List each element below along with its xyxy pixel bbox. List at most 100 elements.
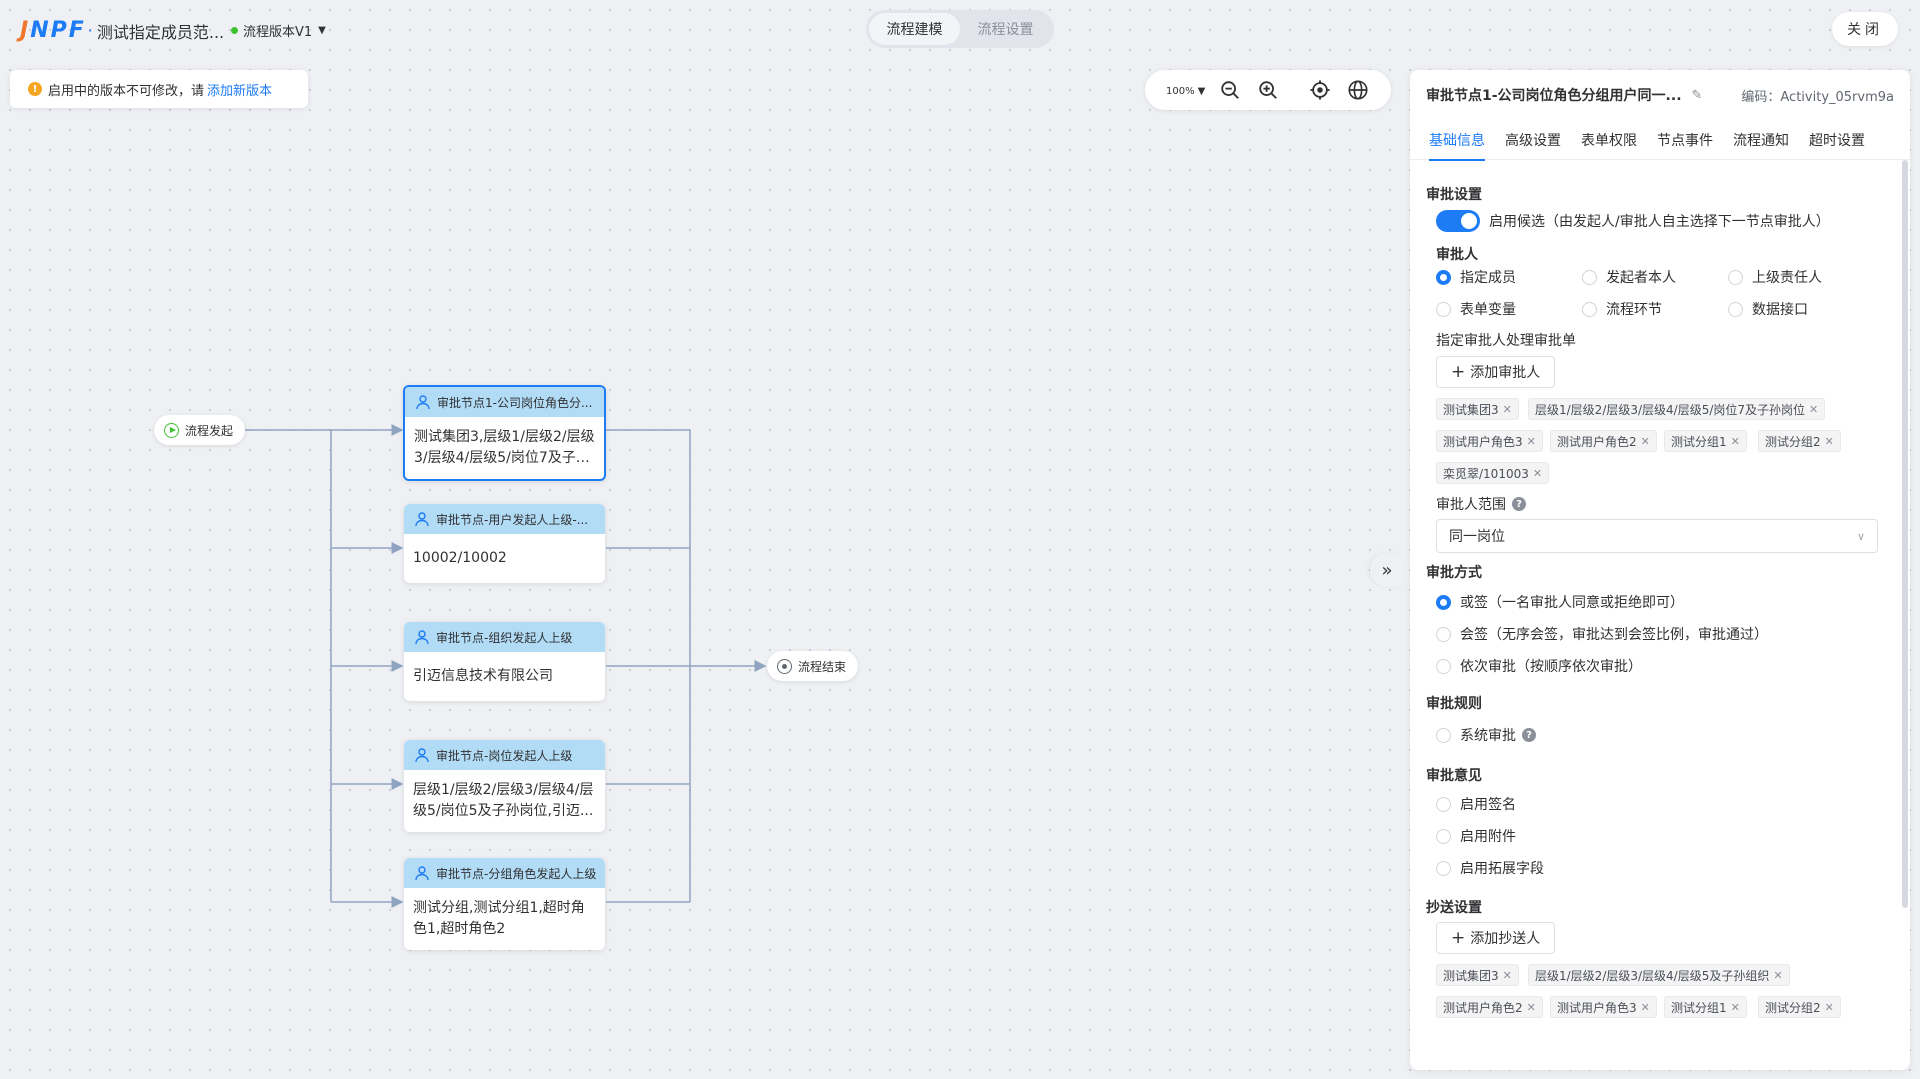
edit-icon[interactable]: ✎ <box>1691 87 1703 103</box>
end-circle-icon <box>777 658 792 674</box>
globe-icon[interactable] <box>1347 79 1369 101</box>
system-approval-checkbox[interactable]: 系统审批? <box>1436 725 1536 745</box>
approver-tag: 栾觅翠/101003✕ <box>1436 462 1550 484</box>
node-header: 审批节点-用户发起人上级-... <box>404 504 605 534</box>
scope-select[interactable]: 同一岗位 ∨ <box>1436 519 1878 553</box>
node-properties-panel: 审批节点1-公司岗位角色分组用户同一... ✎ 编码：Activity_05rv… <box>1410 70 1910 1070</box>
locate-center-icon[interactable] <box>1309 79 1331 101</box>
panel-tabs: 基础信息 高级设置 表单权限 节点事件 流程通知 超时设置 <box>1410 120 1910 161</box>
node-body: 层级1/层级2/层级3/层级4/层级5/岗位5及子孙岗位,引迈... <box>413 782 594 819</box>
approval-node-2[interactable]: 审批节点-用户发起人上级-... 10002/10002 <box>404 504 605 583</box>
tab-advanced-settings[interactable]: 高级设置 <box>1505 132 1561 149</box>
tab-flow-notifications[interactable]: 流程通知 <box>1733 132 1789 149</box>
scope-label-row: 审批人范围? <box>1436 494 1526 514</box>
user-icon <box>416 395 430 410</box>
enable-extension-field-checkbox[interactable]: 启用拓展字段 <box>1436 858 1544 878</box>
user-icon <box>415 630 429 645</box>
radio-flow-step[interactable]: 流程环节 <box>1582 299 1662 319</box>
plus-icon: + <box>1451 362 1466 382</box>
enable-attachment-checkbox[interactable]: 启用附件 <box>1436 826 1516 846</box>
remove-tag-icon[interactable]: ✕ <box>1773 968 1783 982</box>
remove-tag-icon[interactable]: ✕ <box>1502 968 1512 982</box>
node-title: 审批节点-组织发起人上级 <box>436 630 573 645</box>
radio-designated-member[interactable]: 指定成员 <box>1436 267 1516 287</box>
logo-mark: JNPF <box>20 18 86 43</box>
status-dot-icon <box>231 27 238 34</box>
panel-content: 审批设置 启用候选（由发起人/审批人自主选择下一节点审批人） 审批人 指定成员 … <box>1410 160 1900 1070</box>
node-body: 引迈信息技术有限公司 <box>413 668 553 684</box>
remove-tag-icon[interactable]: ✕ <box>1824 434 1834 448</box>
cc-tag: 测试集团3✕ <box>1436 964 1519 986</box>
tab-node-events[interactable]: 节点事件 <box>1657 132 1713 149</box>
node-name: 审批节点1-公司岗位角色分组用户同一... <box>1426 88 1682 104</box>
approver-tag: 测试分组2✕ <box>1758 430 1841 452</box>
radio-form-variable[interactable]: 表单变量 <box>1436 299 1516 319</box>
approver-tag: 测试分组1✕ <box>1664 430 1747 452</box>
approval-node-3[interactable]: 审批节点-组织发起人上级 引迈信息技术有限公司 <box>404 622 605 701</box>
remove-tag-icon[interactable]: ✕ <box>1532 466 1543 480</box>
app-logo: JNPF · 测试指定成员范... <box>20 18 224 43</box>
add-version-link[interactable]: 添加新版本 <box>207 83 273 99</box>
node-title: 审批节点1-公司岗位角色分... <box>437 395 593 410</box>
zoom-out-icon[interactable] <box>1219 79 1241 101</box>
tab-timeout-settings[interactable]: 超时设置 <box>1809 132 1865 149</box>
node-title: 审批节点-用户发起人上级-... <box>436 512 589 527</box>
zoom-toolbar: 100%▼ <box>1145 70 1391 110</box>
remove-tag-icon[interactable]: ✕ <box>1526 434 1536 448</box>
play-icon <box>164 422 179 438</box>
flow-end-node[interactable]: 流程结束 <box>767 651 859 681</box>
section-approval-rules: 审批规则 <box>1426 696 1482 712</box>
panel-scrollbar[interactable] <box>1902 160 1908 908</box>
radio-initiator[interactable]: 发起者本人 <box>1582 267 1676 287</box>
cc-tag: 测试用户角色2✕ <box>1436 996 1543 1018</box>
candidate-label: 启用候选（由发起人/审批人自主选择下一节点审批人） <box>1489 214 1830 230</box>
add-cc-button[interactable]: +添加抄送人 <box>1436 922 1556 954</box>
tab-basic-info[interactable]: 基础信息 <box>1429 120 1485 161</box>
version-label: 流程版本V1 <box>243 25 313 40</box>
remove-tag-icon[interactable]: ✕ <box>1809 402 1819 416</box>
close-button[interactable]: 关闭 <box>1832 12 1898 46</box>
cc-tag: 测试分组2✕ <box>1758 996 1841 1018</box>
approval-node-4[interactable]: 审批节点-岗位发起人上级 层级1/层级2/层级3/层级4/层级5/岗位5及子孙岗… <box>404 740 605 832</box>
approver-tag: 测试用户角色3✕ <box>1436 430 1543 452</box>
chevron-down-icon: ∨ <box>1856 529 1865 543</box>
zoom-in-icon[interactable] <box>1257 79 1279 101</box>
radio-countersign[interactable]: 会签（无序会签，审批达到会签比例，审批通过） <box>1436 624 1768 644</box>
tab-flow-settings[interactable]: 流程设置 <box>977 22 1034 38</box>
zoom-level-select[interactable]: 100%▼ <box>1166 85 1206 97</box>
node-header: 审批节点-分组角色发起人上级 <box>404 858 605 888</box>
remove-tag-icon[interactable]: ✕ <box>1640 1000 1650 1014</box>
remove-tag-icon[interactable]: ✕ <box>1526 1000 1536 1014</box>
radio-sequential[interactable]: 依次审批（按顺序依次审批） <box>1436 656 1642 676</box>
help-icon[interactable]: ? <box>1522 728 1536 742</box>
approval-node-5[interactable]: 审批节点-分组角色发起人上级 测试分组,测试分组1,超时角色1,超时角色2 <box>404 858 605 950</box>
remove-tag-icon[interactable]: ✕ <box>1502 402 1512 416</box>
scope-label: 审批人范围 <box>1436 497 1506 513</box>
remove-tag-icon[interactable]: ✕ <box>1730 1000 1740 1014</box>
assign-label: 指定审批人处理审批单 <box>1436 333 1576 349</box>
collapse-panel-icon[interactable]: » <box>1370 553 1404 587</box>
cc-tag: 测试分组1✕ <box>1664 996 1747 1018</box>
node-header: 审批节点1-公司岗位角色分... <box>405 387 604 417</box>
warning-icon: ! <box>28 82 42 96</box>
section-approval-settings: 审批设置 <box>1426 187 1482 203</box>
tab-flow-modeling[interactable]: 流程建模 <box>869 13 960 45</box>
radio-superior[interactable]: 上级责任人 <box>1728 267 1822 287</box>
candidate-toggle[interactable] <box>1436 210 1480 232</box>
remove-tag-icon[interactable]: ✕ <box>1730 434 1740 448</box>
approver-tag: 测试集团3✕ <box>1436 398 1519 420</box>
radio-data-api[interactable]: 数据接口 <box>1728 299 1808 319</box>
remove-tag-icon[interactable]: ✕ <box>1824 1000 1834 1014</box>
mode-tabs: 流程建模 流程设置 <box>866 10 1054 48</box>
flow-start-node[interactable]: 流程发起 <box>154 415 246 445</box>
radio-or-sign[interactable]: 或签（一名审批人同意或拒绝即可） <box>1436 592 1684 612</box>
approval-node-1[interactable]: 审批节点1-公司岗位角色分... 测试集团3,层级1/层级2/层级3/层级4/层… <box>403 385 606 481</box>
help-icon[interactable]: ? <box>1512 497 1526 511</box>
version-selector[interactable]: 流程版本V1 ▼ <box>231 21 326 40</box>
user-icon <box>415 866 429 881</box>
tab-form-permissions[interactable]: 表单权限 <box>1581 132 1637 149</box>
add-approver-button[interactable]: +添加审批人 <box>1436 356 1556 388</box>
remove-tag-icon[interactable]: ✕ <box>1640 434 1650 448</box>
approver-tag: 层级1/层级2/层级3/层级4/层级5/岗位7及子孙岗位✕ <box>1528 398 1826 420</box>
enable-signature-checkbox[interactable]: 启用签名 <box>1436 794 1516 814</box>
